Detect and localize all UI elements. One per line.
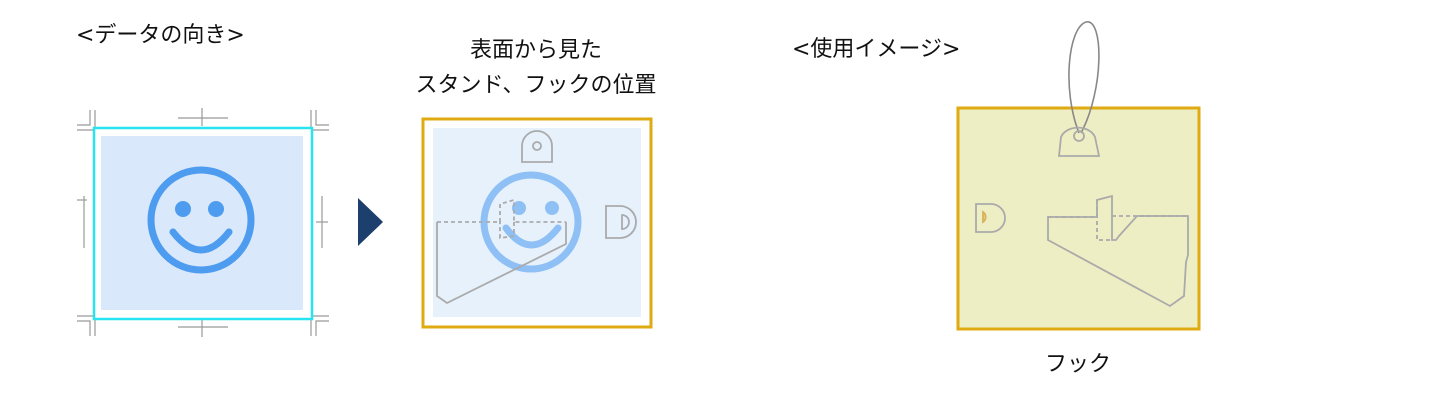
data-orientation-label: <データの向き> [76,23,245,48]
usage-image-panel [956,21,1201,331]
front-view-label-line2: スタンド、フックの位置 [415,73,657,98]
hook-part-outline [521,130,553,163]
side-tab-outline [605,205,637,239]
stand-part-outline [436,198,567,305]
front-view-label-line1: 表面から見た [469,38,602,63]
triangle-right-icon [358,198,383,246]
canvas-area [101,136,303,310]
usage-frame [956,106,1201,331]
stand-slot-tab [975,203,1006,233]
stand-part-outline [1047,194,1189,308]
data-orientation-panel [77,108,329,337]
front-view-panel [421,117,653,329]
smiley-face-icon [480,171,582,273]
hook-tab [1058,126,1101,157]
smiley-face-icon [147,166,255,274]
hook-string [1068,21,1100,134]
hook-label: フック [1044,352,1111,377]
usage-image-label: <使用イメージ> [792,37,961,62]
